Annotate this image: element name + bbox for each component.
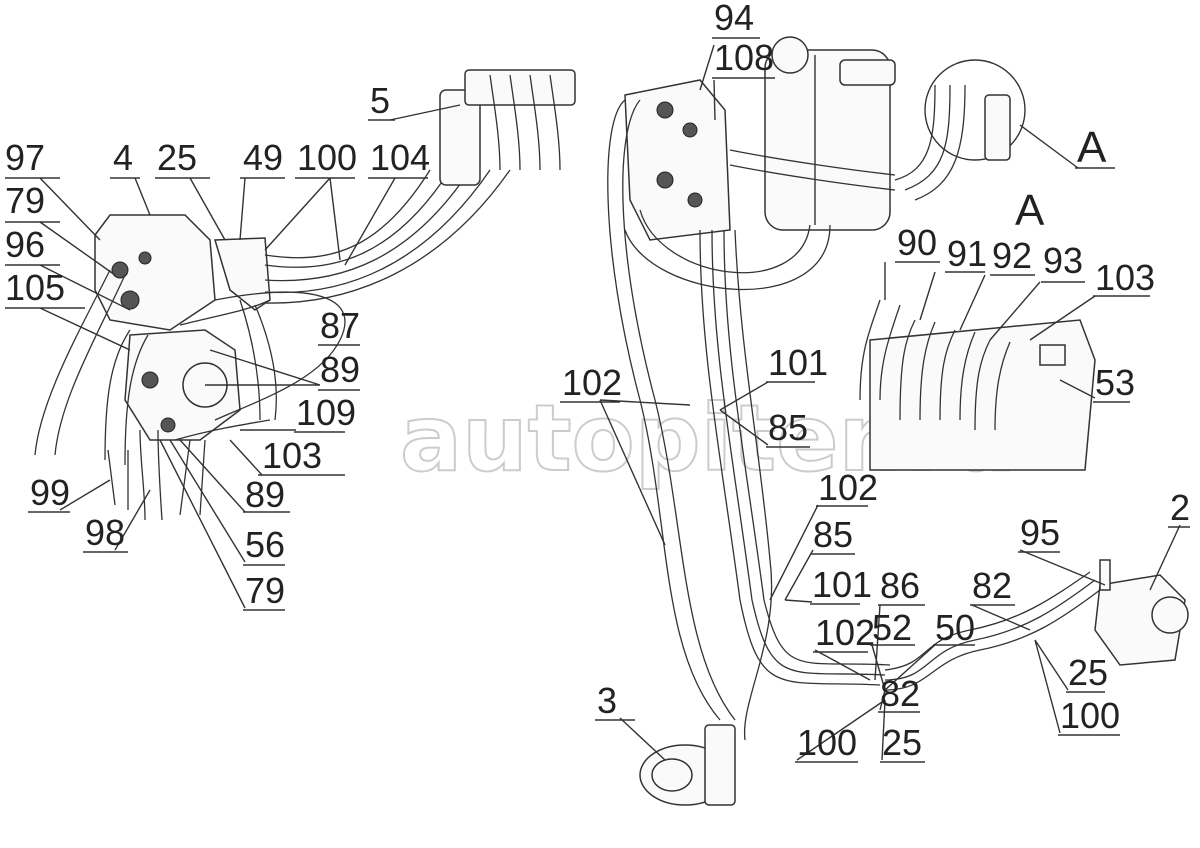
callout-109: 109 xyxy=(296,392,356,433)
callout-100: 100 xyxy=(1060,695,1120,736)
callout-82-b: 82 xyxy=(880,673,920,714)
center-hoses xyxy=(607,99,1101,741)
callout-104: 104 xyxy=(370,137,430,178)
left-hoses xyxy=(34,169,511,521)
callout-85: 85 xyxy=(768,407,808,448)
callout-5: 5 xyxy=(370,80,390,121)
callout-100-b: 100 xyxy=(797,722,857,763)
callout-92: 92 xyxy=(992,235,1032,276)
callouts-detail-a: A A 90 91 92 93 103 53 xyxy=(897,123,1155,403)
callout-103-detail: 103 xyxy=(1095,257,1155,298)
callout-25: 25 xyxy=(157,137,197,178)
callout-3: 3 xyxy=(597,680,617,721)
callouts-left: 97 4 25 49 100 104 5 79 96 105 87 89 109… xyxy=(5,80,430,611)
callout-105: 105 xyxy=(5,267,65,308)
callout-4: 4 xyxy=(113,137,133,178)
callout-86: 86 xyxy=(880,565,920,606)
callout-82: 82 xyxy=(972,565,1012,606)
callout-94: 94 xyxy=(714,0,754,38)
callout-89-lower: 89 xyxy=(245,474,285,515)
callout-102-c: 102 xyxy=(815,612,875,653)
callout-99: 99 xyxy=(30,472,70,513)
callout-98: 98 xyxy=(85,512,125,553)
oil-tank xyxy=(764,36,896,231)
callout-79-lower: 79 xyxy=(245,570,285,611)
callout-103: 103 xyxy=(262,435,322,476)
callout-79: 79 xyxy=(5,180,45,221)
callout-102: 102 xyxy=(562,362,622,403)
callout-a-view: A xyxy=(1077,123,1107,172)
callout-53: 53 xyxy=(1095,362,1135,403)
callout-2: 2 xyxy=(1170,487,1190,528)
filter-5 xyxy=(439,69,576,186)
callout-49: 49 xyxy=(243,137,283,178)
callout-102-b: 102 xyxy=(818,467,878,508)
callout-108: 108 xyxy=(714,37,774,78)
hydraulic-motor-3 xyxy=(639,724,736,806)
callout-25: 25 xyxy=(1068,652,1108,693)
callout-90: 90 xyxy=(897,222,937,263)
callout-87: 87 xyxy=(320,305,360,346)
callout-91: 91 xyxy=(947,233,987,274)
filters-top-right xyxy=(894,59,1026,201)
callout-56: 56 xyxy=(245,524,285,565)
callout-93: 93 xyxy=(1043,240,1083,281)
valve-block-94 xyxy=(624,79,731,241)
callout-101: 101 xyxy=(768,342,828,383)
callouts-center: 94 108 102 101 85 102 85 101 102 86 52 5… xyxy=(562,0,1190,763)
callout-85-b: 85 xyxy=(813,514,853,555)
pump-assembly-4 xyxy=(94,214,271,441)
callout-50: 50 xyxy=(935,607,975,648)
callout-96: 96 xyxy=(5,224,45,265)
callout-89: 89 xyxy=(320,349,360,390)
detail-a-valve-block-53 xyxy=(859,299,1096,471)
callout-underlines xyxy=(5,37,1190,763)
leader-lines xyxy=(39,44,1181,761)
callout-100: 100 xyxy=(297,137,357,178)
detail-a-title: A xyxy=(1015,186,1045,235)
callout-25-b: 25 xyxy=(882,722,922,763)
callout-97: 97 xyxy=(5,137,45,178)
callout-52: 52 xyxy=(872,607,912,648)
hydraulic-unit-2 xyxy=(1094,559,1189,666)
callout-101-b: 101 xyxy=(812,564,872,605)
callout-95: 95 xyxy=(1020,512,1060,553)
